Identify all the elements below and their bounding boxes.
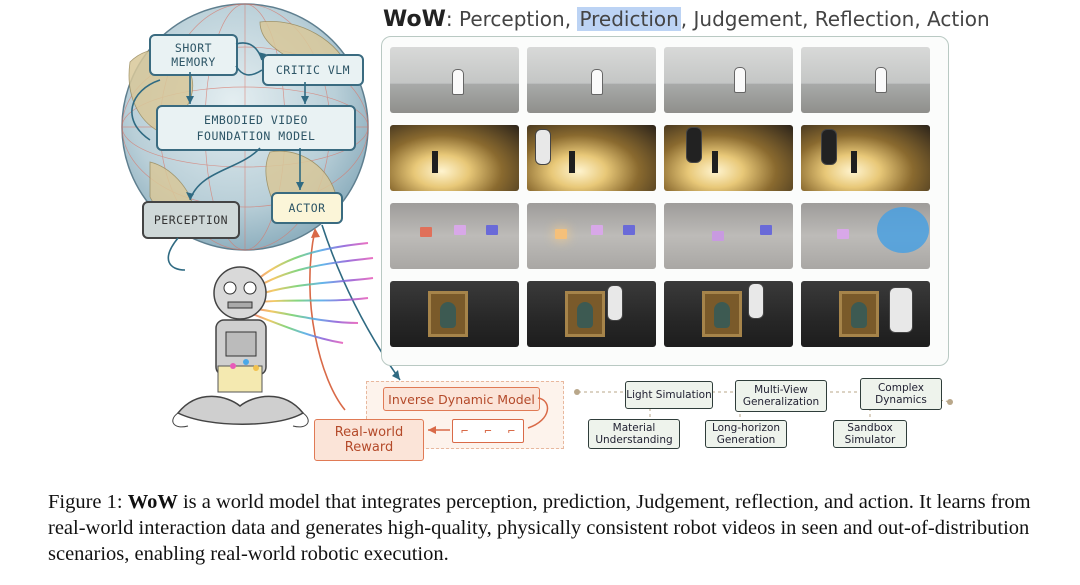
video-frame [664,281,793,347]
critic-vlm-box: CRITIC VLM [262,54,364,86]
video-frame [390,203,519,269]
robot-arm-icon: ⌐ [507,424,515,438]
video-frame [801,47,930,113]
video-frame [664,203,793,269]
capability-sandbox-simulator: Sandbox Simulator [833,420,907,448]
robot-illustration [172,242,374,428]
capability-light-simulation: Light Simulation [625,381,713,409]
title-brand: WoW [383,7,446,32]
capability-complex-dynamics: Complex Dynamics [860,378,942,410]
capability-material-understanding: Material Understanding [588,419,680,449]
video-frame [801,125,930,191]
video-frame [664,47,793,113]
capability-long-horizon: Long-horizon Generation [705,420,787,448]
video-frame [527,203,656,269]
video-frame [801,203,930,269]
figure-title: WoW: Perception, Prediction, Judgement, … [383,7,990,32]
robot-arm-icon: ⌐ [461,424,469,438]
inverse-dynamic-model-box: Inverse Dynamic Model [383,387,540,411]
video-frame [527,125,656,191]
video-frame [801,281,930,347]
video-frame [527,47,656,113]
title-highlight: Prediction [577,7,681,31]
capability-multi-view: Multi-View Generalization [735,380,827,412]
perception-box: PERCEPTION [142,201,240,239]
video-frame [390,125,519,191]
video-frame [390,47,519,113]
caption-text: is a world model that integrates percept… [48,491,1031,565]
foundation-model-box: EMBODIED VIDEO FOUNDATION MODEL [156,105,356,151]
title-part-2: , Judgement, Reflection, Action [680,7,990,31]
short-memory-box: SHORT MEMORY [149,34,238,76]
action-tokens: ⌐ ⌐ ⌐ [452,419,524,443]
video-frame [527,281,656,347]
title-part-1: : Perception, [445,7,578,31]
actor-box: ACTOR [271,192,343,224]
video-frame [390,281,519,347]
real-world-reward-box: Real-world Reward [314,419,424,461]
video-grid-panel [381,36,949,366]
caption-label: Figure 1: [48,491,128,513]
video-frame [664,125,793,191]
caption-brand: WoW [127,491,178,513]
figure-caption: Figure 1: WoW is a world model that inte… [48,489,1038,567]
robot-arm-icon: ⌐ [484,424,492,438]
